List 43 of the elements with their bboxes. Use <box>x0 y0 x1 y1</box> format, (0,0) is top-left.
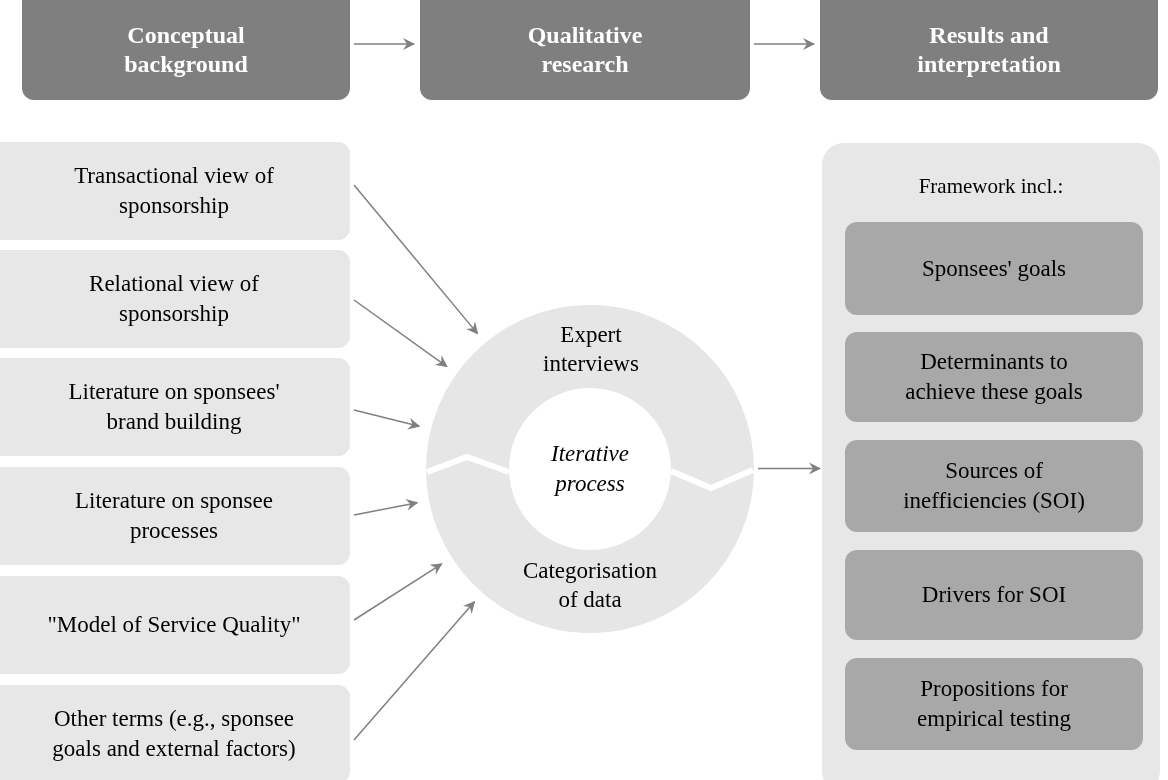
arrow <box>753 38 815 50</box>
segment-label: Categorisation of data <box>512 555 668 617</box>
segment-label: Expert interviews <box>516 315 666 385</box>
source-text: Relational view of sponsorship <box>88 270 260 328</box>
arrow <box>353 409 421 430</box>
ring-shape <box>426 305 754 633</box>
arrow <box>353 184 479 335</box>
result-text: Determinants to achieve these goals <box>904 348 1084 406</box>
result-text: Drivers for SOI <box>921 581 1067 610</box>
panel-heading: Framework incl.: <box>918 173 1064 200</box>
source-box <box>0 358 350 456</box>
arrow <box>353 563 443 621</box>
result-text: Propositions for empirical testing <box>916 675 1072 733</box>
result-box <box>845 658 1143 750</box>
arrow <box>353 38 415 50</box>
arrow <box>353 600 476 741</box>
arrow <box>353 299 448 368</box>
result-text: Sources of inefficiencies (SOI) <box>902 457 1086 515</box>
stage-box <box>22 0 350 100</box>
source-text: "Model of Service Quality" <box>47 611 301 640</box>
source-box <box>0 250 350 348</box>
source-box <box>0 685 350 780</box>
result-text: Sponsees' goals <box>921 254 1067 283</box>
stage-title: Results and interpretation <box>916 21 1062 79</box>
result-box <box>845 550 1143 640</box>
result-box <box>845 222 1143 315</box>
result-box <box>845 332 1143 422</box>
stage-title: Qualitative research <box>526 21 644 79</box>
source-box <box>0 467 350 565</box>
stage-title: Conceptual background <box>123 21 249 79</box>
arrow <box>353 498 419 516</box>
source-box <box>0 142 350 240</box>
stage-box <box>420 0 750 100</box>
result-box <box>845 440 1143 532</box>
center-text: Iterative process <box>550 440 630 498</box>
source-box <box>0 576 350 674</box>
source-text: Literature on sponsee processes <box>74 487 274 545</box>
stage-box <box>820 0 1158 100</box>
framework-panel <box>822 143 1160 780</box>
source-text: Transactional view of sponsorship <box>73 162 275 220</box>
source-text: Literature on sponsees' brand building <box>67 378 281 436</box>
arrow <box>757 462 821 475</box>
source-text: Other terms (e.g., sponsee goals and external factors) <box>51 705 297 763</box>
